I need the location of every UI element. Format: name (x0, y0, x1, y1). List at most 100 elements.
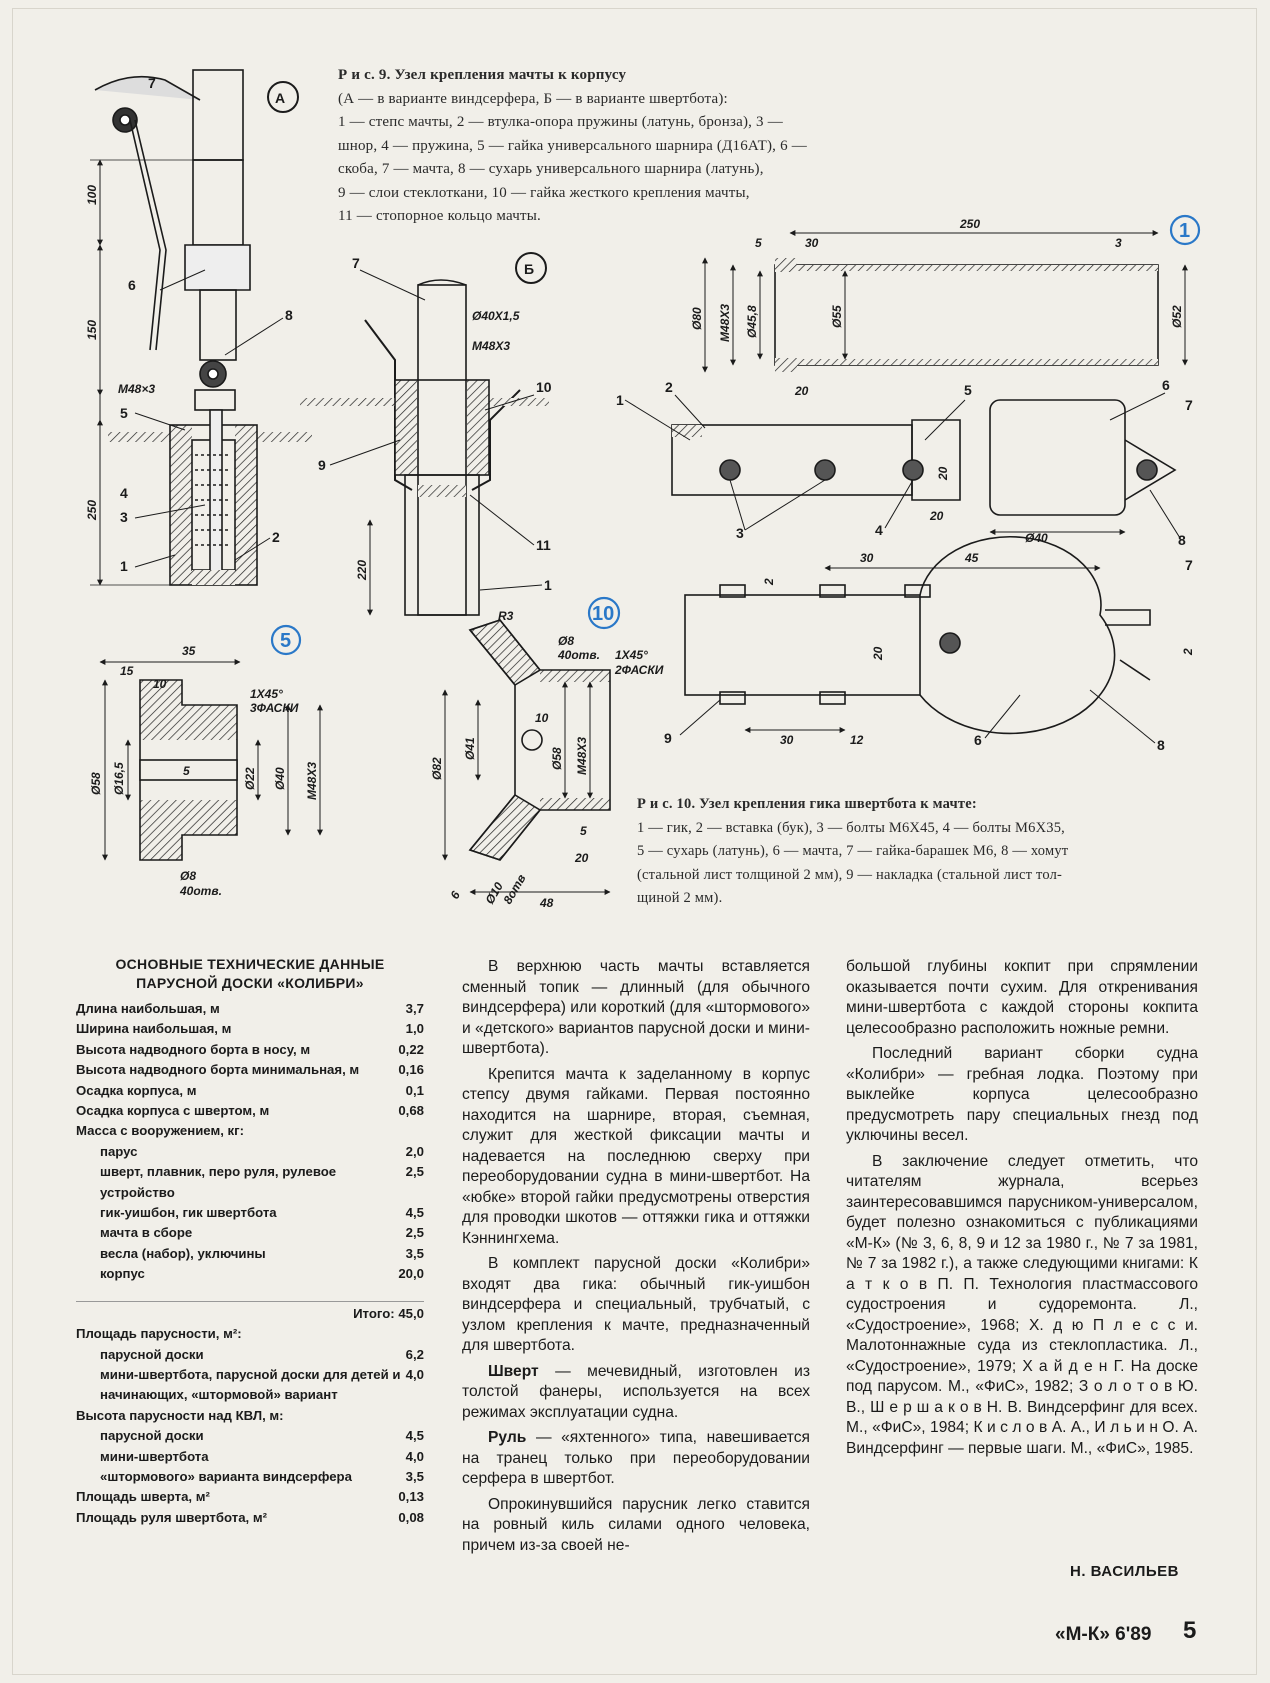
caption-line: (А — в варианте виндсерфера, Б — в вариа… (338, 90, 728, 107)
dim-p10-holes: 40отв. (557, 648, 600, 662)
spec-label: шверт, плавник, перо руля, рулевое устро… (100, 1164, 337, 1200)
dim-p1-52: Ø52 (1170, 305, 1184, 328)
paragraph: В комплект парусной доски «Колибри» вход… (462, 1255, 810, 1354)
label-10-7b: 7 (1185, 557, 1193, 573)
label-10-6b: 6 (974, 732, 982, 748)
spec-label: Осадка корпуса с швертом, м (76, 1103, 270, 1119)
dim-b-40x15: Ø40X1,5 (472, 309, 520, 323)
dim-p10-6: 6 (447, 888, 463, 901)
paragraph-rul: Руль — «яхтенного» типа, навешивается на… (462, 1428, 810, 1490)
dim-p5-1x45: 1X45° (250, 687, 283, 701)
dim-a-100: 100 (85, 185, 99, 205)
dim-p10-chamfers: 2ФАСКИ (614, 663, 664, 677)
spec-value: 4,5 (405, 1428, 424, 1444)
spec-value: 2,5 (405, 1164, 424, 1180)
specs-total-value: Итого: 45,0 (353, 1305, 424, 1321)
dim-p5-10: 10 (153, 677, 167, 691)
figure-9-caption: Р и с. 9. Узел крепления мачты к корпусу… (338, 64, 938, 229)
specs-rows-2: Площадь парусности, м²: парусной доски 6,2… (76, 1324, 424, 1528)
spec-row: Площадь парусности, м²: (76, 1324, 424, 1344)
dim-p10-1x45: 1X45° (615, 648, 648, 662)
dim-p1-3: 3 (1115, 236, 1122, 250)
dim-a-150: 150 (85, 320, 99, 340)
spec-label: гик-уишбон, гик швертбота (100, 1205, 277, 1221)
dim-p5-8: Ø8 (180, 869, 196, 883)
dim-a-250: 250 (85, 500, 99, 521)
spec-value: 0,1 (405, 1082, 424, 1098)
dim-p5-15: 15 (120, 664, 134, 678)
spec-value: 1,0 (405, 1021, 424, 1037)
paragraph: В верхнюю часть мачты вставляется сменны… (462, 958, 810, 1057)
spec-label: Площадь шверта, м² (76, 1489, 210, 1505)
caption-line: скоба, 7 — мачта, 8 — сухарь универсальн… (338, 161, 764, 177)
spec-label: Масса с вооружением, кг: (76, 1123, 245, 1139)
paragraph: большой глубины кокпит при спрямлении ок… (846, 958, 1198, 1037)
spec-label: парусной доски (100, 1428, 204, 1444)
dim-b-220: 220 (355, 560, 369, 581)
caption-line: 11 — стопорное кольцо мачты. (338, 208, 542, 224)
dim-p10-48: 48 (539, 896, 554, 910)
spec-row: Масса с вооружением, кг: (76, 1121, 424, 1141)
specs-table: ОСНОВНЫЕ ТЕХНИЧЕСКИЕ ДАННЫЕ ПАРУСНОЙ ДОС… (76, 955, 424, 1528)
label-10-5: 5 (964, 382, 972, 398)
spec-label: парус (100, 1143, 138, 1159)
label-10-3: 3 (736, 525, 744, 541)
spec-value: 3,5 (405, 1245, 424, 1261)
spec-label: корпус (100, 1266, 145, 1282)
dim-p5-5: 5 (183, 764, 190, 778)
spec-label: Осадка корпуса, м (76, 1082, 197, 1098)
dim-p1-m48: М48Х3 (718, 304, 732, 342)
spec-row: Высота парусности над КВЛ, м: (76, 1406, 424, 1426)
part-1-drawing: 1 250 5 30 3 Ø80 М48Х3 Ø45,8 Ø55 Ø52 20 (690, 214, 1201, 398)
label-a-8: 8 (285, 307, 293, 323)
label-10-7: 7 (1185, 397, 1193, 413)
paragraph-shvert: Шверт — мечевидный, изготовлен из толсто… (462, 1362, 810, 1424)
spec-value: 2,0 (405, 1143, 424, 1159)
figure-10-title: Р и с. 10. Узел крепления гика швертбота… (637, 796, 977, 812)
paragraph: Последний вариант сборки судна «Колибри»… (846, 1045, 1198, 1144)
dim-a-m48: М48×3 (118, 382, 155, 396)
label-a-6: 6 (128, 277, 136, 293)
spec-value: 6,2 (405, 1346, 424, 1362)
spec-row: Осадка корпуса с швертом, м 0,68 (76, 1101, 424, 1121)
callout-10: 10 (592, 603, 614, 625)
dim-p10-5: 5 (580, 824, 587, 838)
figure-a: А (85, 69, 312, 586)
label-10-8b: 8 (1157, 737, 1165, 753)
figure-10-side: 30 45 2 2 20 30 12 7 9 6 8 (664, 535, 1195, 753)
spec-value: 4,0 (405, 1448, 424, 1464)
label-a-3: 3 (120, 509, 128, 525)
spec-value: 3,7 (405, 1001, 424, 1016)
caption-line: 1 — степс мачты, 2 — втулка-опора пружин… (338, 114, 783, 130)
spec-label: Высота парусности над КВЛ, м: (76, 1407, 284, 1423)
dim-p10-20: 20 (574, 851, 589, 865)
dim-p5-35: 35 (182, 644, 196, 658)
label-10-8: 8 (1178, 532, 1186, 548)
spec-value: 0,13 (398, 1489, 424, 1505)
label-b-11: 11 (536, 537, 551, 553)
spec-label: Площадь парусности, м²: (76, 1326, 242, 1342)
dim-10-30b: 30 (780, 733, 794, 747)
label-10-4: 4 (875, 522, 883, 538)
caption-line: щиной 2 мм). (637, 890, 723, 906)
spec-value: 0,08 (398, 1509, 424, 1525)
label-a-2: 2 (272, 529, 280, 545)
spec-label: Высота надводного борта минимальная, м (76, 1062, 360, 1078)
label-10-6: 6 (1162, 377, 1170, 393)
dim-p10-58: Ø58 (550, 747, 564, 770)
spec-value: 0,68 (398, 1103, 424, 1119)
marker-b: Б (524, 261, 534, 277)
dim-10-30: 30 (860, 551, 874, 565)
dim-p10-8holes: 8отв (500, 872, 528, 907)
specs-title: ОСНОВНЫЕ ТЕХНИЧЕСКИЕ ДАННЫЕ ПАРУСНОЙ ДОС… (115, 956, 385, 991)
article-column-3: большой глубины кокпит при спрямлении ок… (846, 957, 1198, 1464)
spec-row: шверт, плавник, перо руля, рулевое устро… (76, 1162, 424, 1203)
spec-label: «штормового» варианта виндсерфера (100, 1468, 352, 1484)
author-name: Н. ВАСИЛЬЕВ (1070, 1563, 1179, 1580)
dim-10-2a: 2 (762, 578, 776, 586)
spec-label: Длина наибольшая, м (76, 1001, 220, 1016)
